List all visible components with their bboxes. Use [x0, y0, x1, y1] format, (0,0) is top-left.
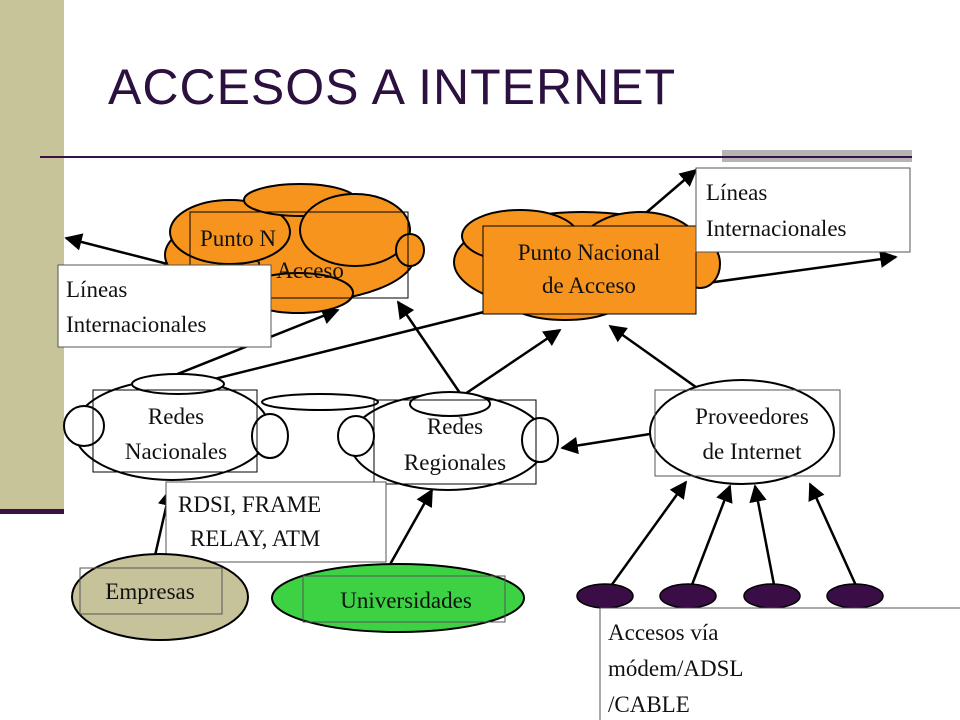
universidades: Universidades	[271, 563, 525, 633]
modem-node-1	[576, 583, 634, 609]
rdsi-frame-relay-atm: RDSI, FRAME RELAY, ATM	[165, 481, 387, 563]
modem-node-2	[659, 583, 717, 609]
accesos-line1: Accesos vía	[608, 620, 719, 645]
accesos-via-modem: Accesos vía módem/ADSL /CABLE	[599, 607, 960, 720]
arrow-regionales-to-punto-right	[461, 328, 562, 398]
rdsi-line2: RELAY, ATM	[190, 526, 320, 551]
modem-node-4	[826, 583, 884, 609]
arrow-proveedores-to-punto-right	[608, 324, 701, 392]
arrow-modem3-to-proveedores	[749, 484, 777, 591]
arrow-proveedores-to-regionales	[560, 432, 651, 455]
redes-regionales-line2: Regionales	[404, 450, 506, 475]
redes-regionales-line1: Redes	[427, 414, 483, 439]
modem-access-nodes	[576, 583, 884, 609]
universidades-label: Universidades	[340, 588, 472, 613]
link-nacionales-to-punto-right	[169, 306, 501, 392]
redes-nacionales-line2: Nacionales	[125, 439, 227, 464]
punto-right-line2: de Acceso	[542, 273, 636, 298]
proveedores-line1: Proveedores	[695, 404, 809, 429]
redes-regionales: Redes Regionales	[337, 391, 559, 491]
lineas-internacionales-right: Líneas Internacionales	[695, 167, 911, 253]
arrow-to-lineas-right	[699, 250, 898, 286]
redes-nacionales-line1: Redes	[148, 404, 204, 429]
punto-right-line1: Punto Nacional	[518, 240, 660, 265]
lineas-left-line2: Internacionales	[66, 312, 207, 337]
proveedores-line2: de Internet	[703, 439, 803, 464]
lineas-right-line1: Líneas	[706, 180, 767, 205]
lineas-right-line2: Internacionales	[706, 216, 847, 241]
modem-node-3	[743, 583, 801, 609]
arrow-modem1-to-proveedores	[606, 480, 688, 591]
rdsi-line1: RDSI, FRAME	[178, 492, 321, 517]
page-title: ACCESOS A INTERNET	[108, 59, 677, 115]
empresas-label: Empresas	[105, 579, 194, 604]
arrow-modem4-to-proveedores	[808, 482, 860, 591]
arrow-modem2-to-proveedores	[688, 484, 733, 591]
lineas-left-line1: Líneas	[66, 277, 127, 302]
title-rule	[40, 156, 912, 158]
arrow-regionales-to-punto-left	[396, 300, 464, 397]
punto-nacional-right: Punto Nacional de Acceso	[453, 209, 721, 321]
connector-lines	[64, 168, 898, 591]
empresas: Empresas	[71, 553, 249, 641]
accesos-line2: módem/ADSL	[608, 656, 743, 681]
accesos-line3: /CABLE	[608, 692, 690, 717]
arrow-punto-right-up	[639, 168, 698, 219]
lineas-internacionales-left: Líneas Internacionales	[57, 264, 272, 348]
arrow-universidades-to-regionales	[386, 488, 434, 569]
punto-left-line1: Punto N	[200, 226, 276, 251]
sidebar-band	[0, 0, 64, 510]
redes-nacionales: Redes Nacionales	[63, 373, 379, 481]
sidebar-foot-bar	[0, 509, 64, 514]
proveedores-de-internet: Proveedores de Internet	[649, 379, 841, 485]
